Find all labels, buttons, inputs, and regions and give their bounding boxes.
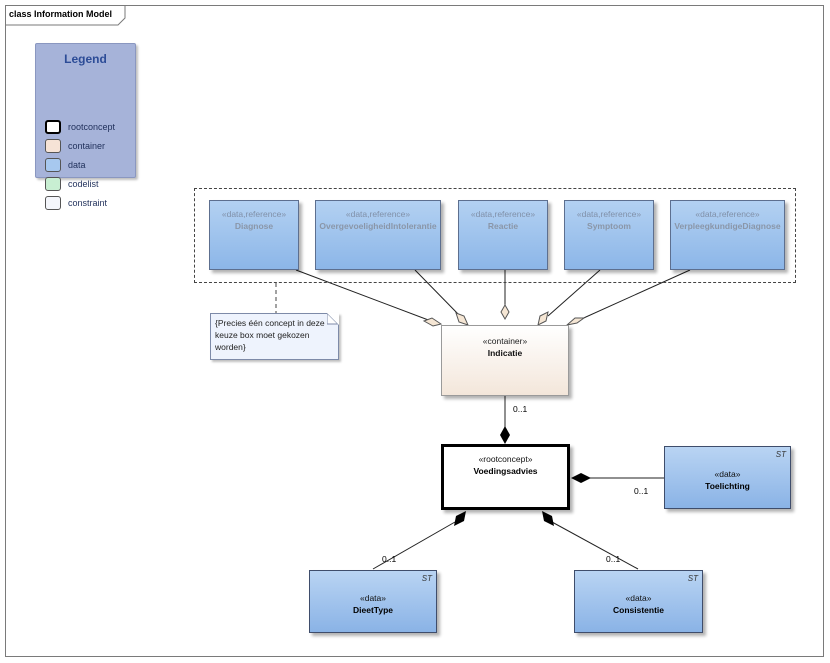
class-stereotype: «data,reference» (695, 209, 760, 219)
frame-tab (5, 5, 126, 26)
frame-title: class Information Model (9, 9, 113, 19)
class-toelichting[interactable]: ST «data» Toelichting (664, 446, 791, 509)
class-stereotype: «data» (360, 593, 386, 603)
class-name: OvergevoeligheidIntolerantie (319, 221, 437, 231)
comp-line-dieettype (372, 521, 456, 570)
legend[interactable]: Legend rootconcept container data codeli… (35, 43, 136, 210)
class-name: Indicatie (487, 348, 523, 358)
agg-diamond-diagnose (422, 317, 443, 327)
legend-swatch-codelist (45, 176, 61, 191)
class-verpleegkundigediagnose[interactable]: «data,reference» VerpleegkundigeDiagnose (670, 200, 785, 270)
class-name: DieetType (353, 605, 393, 615)
agg-line-symptoom (547, 269, 601, 317)
agg-line-verpleegkundige (576, 269, 691, 322)
class-stereotype: «rootconcept» (478, 454, 533, 464)
note-fold-icon (327, 313, 339, 325)
class-indicatie[interactable]: «container» Indicatie (441, 325, 569, 396)
diagram-frame (5, 5, 824, 657)
class-stereotype: «data» (625, 593, 652, 603)
class-stereotype: «data,reference» (576, 209, 642, 219)
class-name: Symptoom (587, 221, 631, 231)
multiplicity-indicatie: 0..1 (513, 404, 528, 414)
class-name: VerpleegkundigeDiagnose (674, 221, 781, 231)
choice-box[interactable] (194, 188, 796, 283)
legend-swatch-rootconcept (45, 119, 61, 134)
multiplicity-consistentie: 0..1 (606, 554, 621, 564)
constraint-note[interactable]: {Precies één concept in deze keuze box m… (210, 313, 339, 360)
class-symptoom[interactable]: «data,reference» Symptoom (564, 200, 654, 270)
class-name: Consistentie (612, 605, 664, 615)
comp-diamond-indicatie (500, 426, 510, 444)
class-stereotype: «data,reference» (470, 209, 536, 219)
agg-diamond-overgevoeligheid (455, 312, 469, 326)
legend-item-constraint: constraint (45, 194, 107, 211)
class-reactie[interactable]: «data,reference» Reactie (458, 200, 548, 270)
class-diagnose[interactable]: «data,reference» Diagnose (209, 200, 299, 270)
class-stereotype: «data,reference» (221, 209, 287, 219)
multiplicity-dieettype: 0..1 (382, 554, 397, 564)
class-stereotype: «data» (714, 469, 741, 479)
comp-diamond-toelichting (571, 473, 591, 483)
class-name: Diagnose (234, 221, 274, 231)
legend-swatch-constraint (45, 195, 61, 210)
class-name: Reactie (487, 221, 519, 231)
agg-diamond-verpleegkundige (565, 317, 586, 326)
legend-title: Legend (64, 52, 107, 66)
class-dieettype[interactable]: ST «data» DieetType (309, 570, 437, 633)
stereotype-tag: ST (687, 574, 698, 583)
legend-label: constraint (68, 197, 108, 208)
comp-diamond-dieettype (454, 511, 466, 526)
legend-item-data: data (45, 156, 86, 173)
legend-item-container: container (45, 137, 105, 154)
legend-label: data (68, 159, 86, 170)
class-consistentie[interactable]: ST «data» Consistentie (574, 570, 703, 633)
multiplicity-toelichting: 0..1 (634, 486, 649, 496)
legend-label: container (68, 140, 106, 151)
comp-diamond-consistentie (542, 511, 554, 526)
stereotype-tag: ST (421, 574, 432, 583)
note-text: {Precies één concept in deze keuze box m… (215, 318, 325, 352)
comp-line-consistentie (551, 521, 639, 570)
class-name: Toelichting (705, 481, 750, 491)
legend-label: rootconcept (68, 121, 116, 132)
agg-diamond-symptoom (537, 311, 549, 326)
class-voedingsadvies[interactable]: «rootconcept» Voedingsadvies (441, 444, 570, 510)
class-name: Voedingsadvies (473, 466, 538, 476)
class-overgevoeligheidintolerantie[interactable]: «data,reference» OvergevoeligheidIntoler… (315, 200, 441, 270)
class-stereotype: «container» (482, 336, 528, 346)
legend-label: codelist (68, 178, 99, 189)
class-stereotype: «data,reference» (345, 209, 411, 219)
legend-swatch-container (45, 138, 61, 153)
legend-item-codelist: codelist (45, 175, 99, 192)
legend-item-rootconcept: rootconcept (45, 118, 115, 135)
legend-swatch-data (45, 157, 61, 172)
stereotype-tag: ST (775, 450, 786, 459)
agg-diamond-reactie (500, 303, 510, 321)
agg-line-overgevoeligheid (414, 269, 461, 317)
agg-line-diagnose (295, 269, 432, 322)
